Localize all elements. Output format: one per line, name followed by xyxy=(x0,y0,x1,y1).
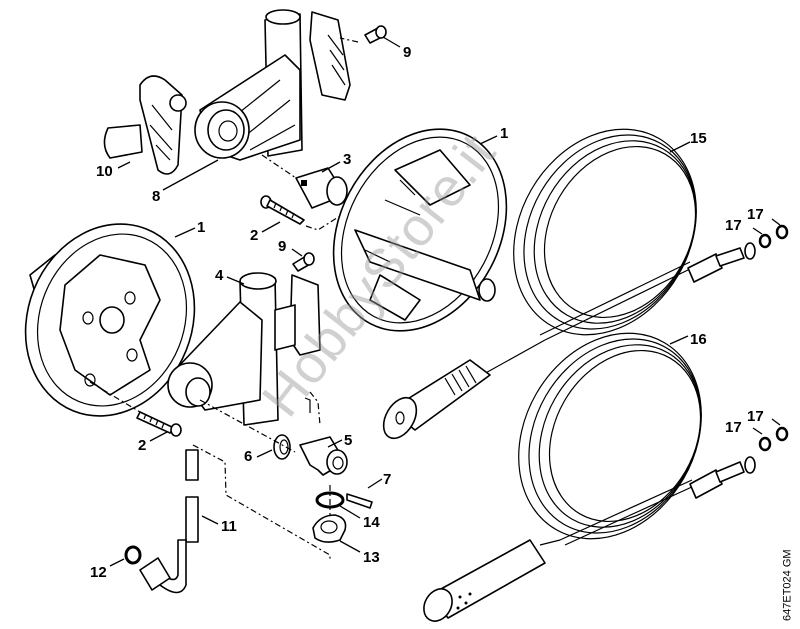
callout-9: 9 xyxy=(278,238,286,255)
callout-17: 17 xyxy=(747,206,764,223)
sealing-washer xyxy=(124,545,142,565)
callout-15: 15 xyxy=(690,130,707,147)
callout-11: 11 xyxy=(221,518,237,535)
o-ring-upper-a xyxy=(758,233,772,249)
coupling-sleeve xyxy=(295,167,348,209)
callout-17: 17 xyxy=(725,419,742,436)
callout-1: 1 xyxy=(500,125,508,142)
o-ring-fitting xyxy=(315,491,345,509)
callout-16: 16 xyxy=(690,331,707,348)
callout-2: 2 xyxy=(250,227,258,244)
callout-9: 9 xyxy=(403,44,411,61)
bushing xyxy=(312,514,347,543)
callout-1: 1 xyxy=(197,219,205,236)
callout-17: 17 xyxy=(725,217,742,234)
callout-13: 13 xyxy=(363,549,380,566)
reel-disc-right xyxy=(332,128,508,332)
upper-bracket xyxy=(194,9,351,161)
callout-2: 2 xyxy=(138,437,146,454)
leader-lines xyxy=(109,36,781,567)
callout-14: 14 xyxy=(363,514,380,531)
elbow-fitting xyxy=(299,436,348,476)
callout-8: 8 xyxy=(152,188,160,205)
crank-handle xyxy=(103,75,187,175)
callout-7: 7 xyxy=(383,471,391,488)
connecting-hose xyxy=(139,449,199,594)
callout-12: 12 xyxy=(90,564,107,581)
o-ring-lower-b xyxy=(775,426,789,442)
screw-middle xyxy=(292,252,315,272)
callout-17: 17 xyxy=(747,408,764,425)
screw-top xyxy=(364,25,387,44)
clip xyxy=(273,434,291,460)
hose-coil-lower xyxy=(423,332,756,622)
lower-bracket xyxy=(167,272,321,426)
callout-3: 3 xyxy=(343,151,351,168)
callout-10: 10 xyxy=(96,163,113,180)
callout-6: 6 xyxy=(244,448,252,465)
o-ring-upper-b xyxy=(775,224,789,240)
callout-5: 5 xyxy=(344,432,352,449)
o-ring-lower-a xyxy=(758,436,772,452)
screw-lower xyxy=(136,411,182,437)
screw-upper xyxy=(260,195,305,225)
retaining-pin xyxy=(346,493,373,509)
callout-4: 4 xyxy=(215,267,224,284)
drawing-code: 647ET024 GM xyxy=(782,549,794,621)
hose-coil-upper xyxy=(382,128,756,440)
reel-disc-left xyxy=(24,223,196,417)
